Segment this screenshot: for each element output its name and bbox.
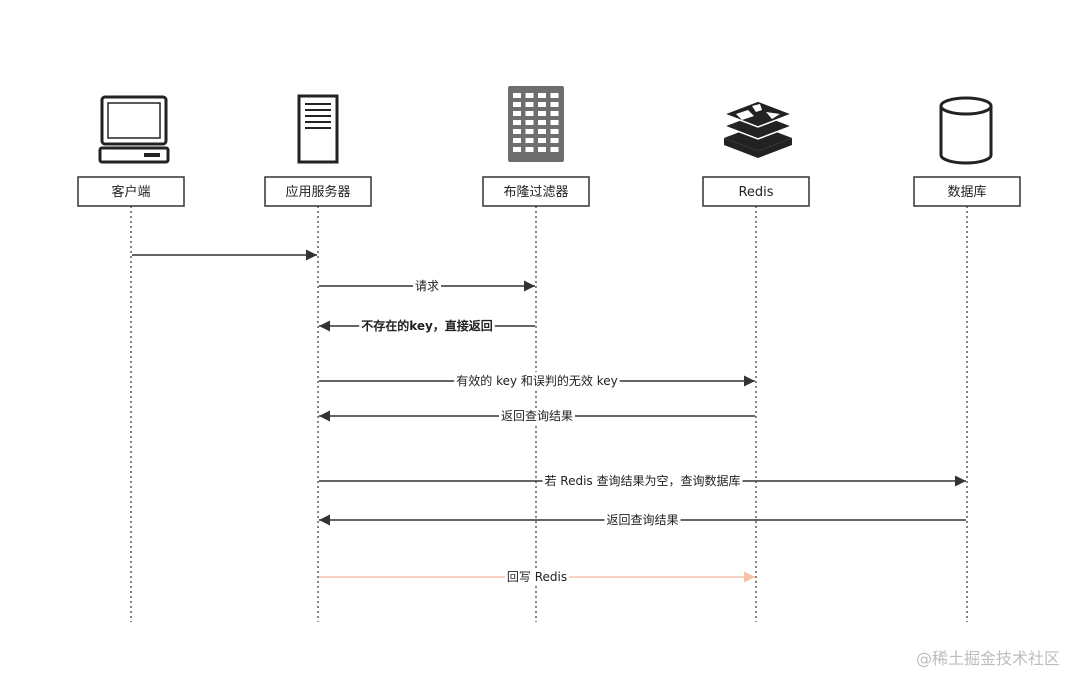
message-3: 不存在的key，直接返回 <box>319 317 535 334</box>
watermark: @稀土掘金技术社区 <box>915 649 1060 668</box>
message-label-bg <box>542 472 743 489</box>
actor-bloom: 布隆过滤器 <box>482 176 590 207</box>
message-label: 不存在的key，直接返回 <box>361 318 493 333</box>
message-label: 返回查询结果 <box>606 513 678 527</box>
actor-box <box>913 176 1021 207</box>
message-label: 返回查询结果 <box>501 409 573 423</box>
actor-label: 数据库 <box>947 184 986 200</box>
message-label-bg <box>359 317 495 334</box>
message-label: 有效的 key 和误判的无效 key <box>456 373 617 388</box>
filter-grid-icon <box>508 86 564 162</box>
database-icon <box>939 96 993 165</box>
actor-redis: Redis <box>702 176 810 207</box>
computer-icon <box>98 95 170 164</box>
message-7: 返回查询结果 <box>319 512 966 528</box>
actor-app: 应用服务器 <box>264 176 372 207</box>
message-5: 返回查询结果 <box>319 408 755 424</box>
message-2: 请求 <box>319 278 535 294</box>
message-label: 若 Redis 查询结果为空，查询数据库 <box>544 473 740 488</box>
message-label: 请求 <box>415 279 439 293</box>
message-label-bg <box>504 569 570 585</box>
message-6: 若 Redis 查询结果为空，查询数据库 <box>319 472 966 489</box>
actor-label: Redis <box>738 185 773 200</box>
actor-client: 客户端 <box>77 176 185 207</box>
server-icon <box>297 94 339 164</box>
message-4: 有效的 key 和误判的无效 key <box>319 372 755 389</box>
message-8: 回写 Redis <box>319 569 755 585</box>
actor-box <box>264 176 372 207</box>
message-label-bg <box>498 408 576 424</box>
actor-db: 数据库 <box>913 176 1021 207</box>
message-label: 回写 Redis <box>507 570 567 584</box>
message-label-bg <box>454 372 620 389</box>
actor-box <box>482 176 590 207</box>
actor-label: 客户端 <box>111 184 150 200</box>
actor-label: 布隆过滤器 <box>503 185 568 200</box>
actor-label: 应用服务器 <box>285 184 350 200</box>
actor-box <box>702 176 810 207</box>
message-label-bg <box>412 278 442 294</box>
message-label-bg <box>604 512 681 528</box>
redis-icon <box>721 100 795 158</box>
